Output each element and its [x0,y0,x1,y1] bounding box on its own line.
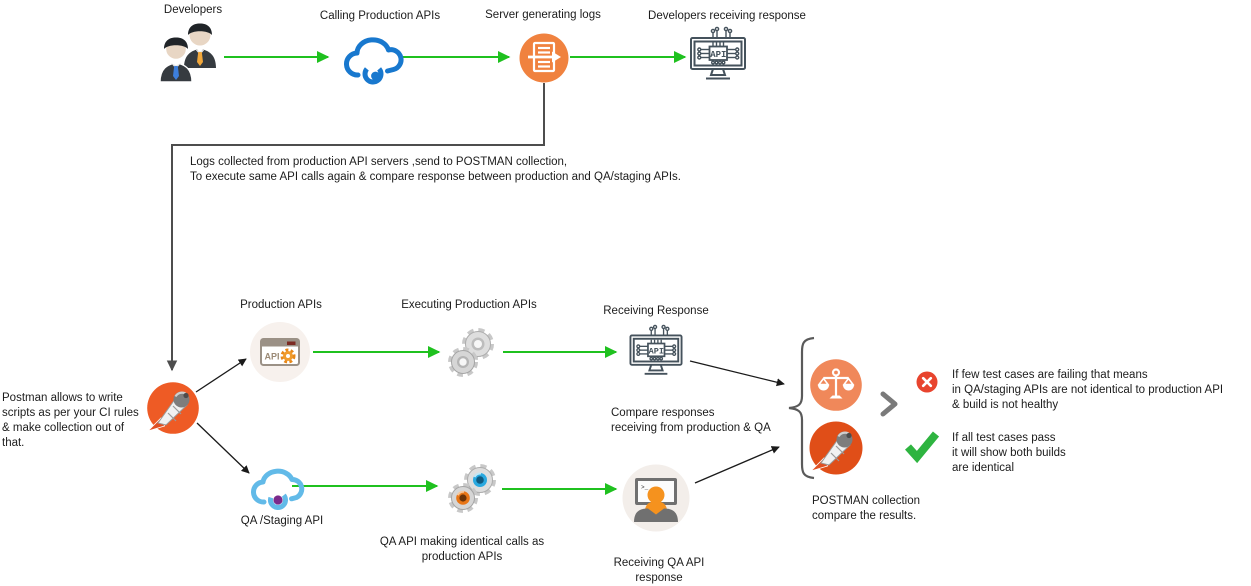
fail-icon [916,371,938,393]
developers-label: Developers [163,4,223,16]
arrow-person-to-brace [694,446,780,484]
chevron-right-icon [877,391,901,417]
qa-gears-icon [443,460,501,518]
postman-icon [146,382,199,434]
gear-blue [464,464,496,496]
gear-orange [448,483,478,513]
scales-icon [810,359,862,411]
fail-note: If few test cases are failing that means… [952,369,1224,411]
server-logs-icon [519,33,569,83]
terminal-prompt-text: >_ [641,484,649,491]
pass-note: If all test cases pass it will show both… [952,432,1066,474]
calling-production-apis-label: Calling Production APIs [319,10,441,22]
receiving-qa-response-label: Receiving QA API response [613,557,705,584]
api-chip-text: API [710,50,726,60]
developers-icon [158,20,222,84]
api-chip-text: API [649,346,664,356]
server-generating-logs-label: Server generating logs [485,9,601,21]
postman-compare-icon [809,421,863,475]
person-monitor-icon: >_ [622,464,690,532]
qa-cloud-icon [251,461,309,513]
executing-production-apis-label: Executing Production APIs [401,299,537,311]
gear-bottom [448,347,478,377]
browser-api-text: API [264,352,279,362]
gears-icon [443,325,499,381]
developer-front [159,37,193,83]
pass-icon [905,431,940,464]
cloud-api-icon [344,30,406,88]
postman-collection-label: POSTMAN collection compare the results. [812,495,921,522]
developer-back [184,23,216,68]
monitor-api-icon: API [688,26,748,84]
qa-making-calls-label: QA API making identical calls as product… [379,536,545,563]
qa-staging-api-label: QA /Staging API [240,515,324,527]
monitor-api-icon-2: API [626,324,686,379]
browser-api-icon: API [250,322,310,382]
arrow-postman-to-qacloud [196,422,250,474]
compare-note: Compare responses receiving from product… [611,407,771,434]
postman-note: Postman allows to write scripts as per y… [2,392,139,449]
developers-receiving-response-label: Developers receiving response [648,10,806,22]
receiving-response-label: Receiving Response [603,305,709,317]
production-apis-label: Production APIs [240,299,322,311]
arrow-receiving-to-brace [689,360,785,387]
logs-note: Logs collected from production API serve… [190,156,681,183]
arrow-postman-to-production [195,358,247,393]
